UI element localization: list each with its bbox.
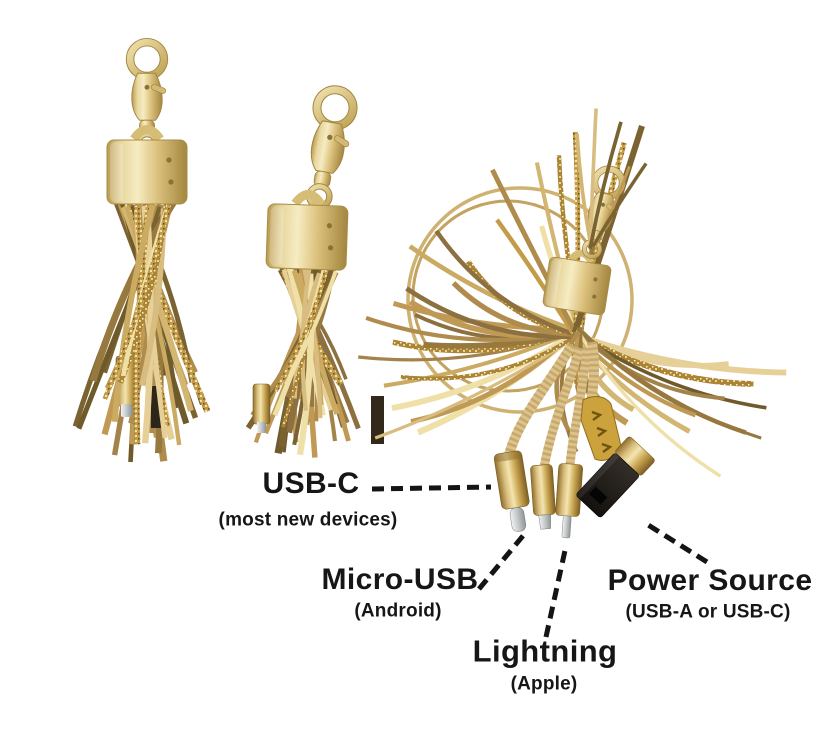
leader-line-usb-c (371, 484, 492, 492)
cable-loop (406, 186, 634, 414)
power-source-sublabel: (USB-A or USB-C) (625, 601, 791, 623)
tassel-keychain-left (72, 42, 211, 463)
tassel-splayed-fringe (358, 124, 787, 478)
usb-c-connector (493, 450, 530, 532)
power-source-label: Power Source (607, 564, 813, 597)
usb-c-label: USB-C (262, 467, 360, 500)
micro-usb-label: Micro-USB (321, 563, 479, 596)
lightning-sublabel: (Apple) (510, 673, 578, 695)
tassel-cap (107, 130, 187, 205)
usb-c-sublabel: (most new devices) (218, 509, 398, 531)
micro-usb-sublabel: (Android) (354, 600, 442, 622)
leader-lines (371, 484, 709, 638)
leader-line-lightning (543, 545, 569, 638)
micro-usb-connector (530, 464, 556, 530)
tassel-middle-hidden-connectors (252, 383, 384, 444)
tassel-cap (266, 193, 349, 270)
usb-a-connector (575, 396, 655, 518)
leader-line-power-source (643, 520, 709, 565)
leader-line-micro-usb (477, 529, 529, 591)
tassel-keychain-splayed (358, 108, 787, 478)
lightning-connector (555, 463, 583, 539)
lightning-label: Lightning (472, 633, 618, 669)
tassel-keychain-middle (245, 87, 384, 458)
